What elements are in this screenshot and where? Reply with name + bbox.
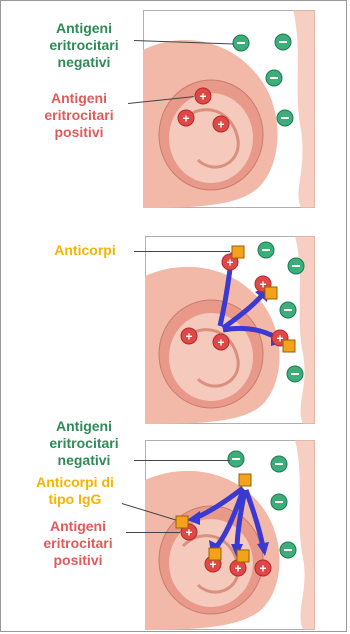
svg-text:+: +: [217, 118, 224, 132]
antibody: [232, 246, 244, 258]
panel-3-illustration: + + + +: [145, 440, 315, 630]
negative-antigen: [280, 542, 296, 558]
panel-1-illustration: + + +: [143, 10, 315, 208]
negative-antigen: [258, 242, 274, 258]
svg-text:+: +: [259, 562, 266, 576]
pointer-line: [134, 251, 230, 252]
negative-antigen: [280, 302, 296, 318]
panel-3-positive-label: Antigeni eritrocitari positivi: [30, 518, 126, 569]
svg-text:+: +: [199, 90, 206, 104]
svg-text:+: +: [182, 112, 189, 126]
panel-2-antibody-label: Anticorpi: [40, 242, 130, 259]
negative-antigen: [275, 34, 291, 50]
positive-antigen: +: [213, 116, 229, 132]
panel-2-illustration: + + + + +: [145, 236, 315, 424]
svg-text:+: +: [217, 336, 224, 350]
negative-antigen: [287, 366, 303, 382]
antibody: [283, 340, 295, 352]
panel-1-positive-label: Antigeni eritrocitari positivi: [30, 90, 128, 141]
negative-antigen: [288, 258, 304, 274]
negative-antigen: [271, 456, 287, 472]
pointer-line: [126, 532, 180, 533]
negative-antigen: [233, 35, 249, 51]
svg-text:+: +: [276, 332, 283, 346]
antibody: [176, 516, 188, 528]
negative-antigen: [277, 110, 293, 126]
antibody: [239, 474, 251, 486]
negative-antigen: [271, 494, 287, 510]
positive-antigen: +: [255, 560, 271, 576]
antibody: [237, 550, 249, 562]
panel-3-igg-label: Anticorpi di tipo IgG: [28, 474, 122, 508]
svg-text:+: +: [185, 330, 192, 344]
positive-antigen: +: [213, 334, 229, 350]
panel-1-negative-label: Antigeni eritrocitari negativi: [34, 20, 134, 71]
negative-antigen: [266, 70, 282, 86]
antibody: [209, 548, 221, 560]
svg-text:+: +: [234, 562, 241, 576]
negative-antigen: [228, 451, 244, 467]
positive-antigen: +: [195, 88, 211, 104]
fetus: [169, 93, 253, 183]
positive-antigen: +: [178, 110, 194, 126]
pointer-line: [134, 460, 230, 461]
antibody: [265, 287, 277, 299]
panel-3-negative-label: Antigeni eritrocitari negativi: [34, 418, 134, 469]
positive-antigen: +: [181, 328, 197, 344]
